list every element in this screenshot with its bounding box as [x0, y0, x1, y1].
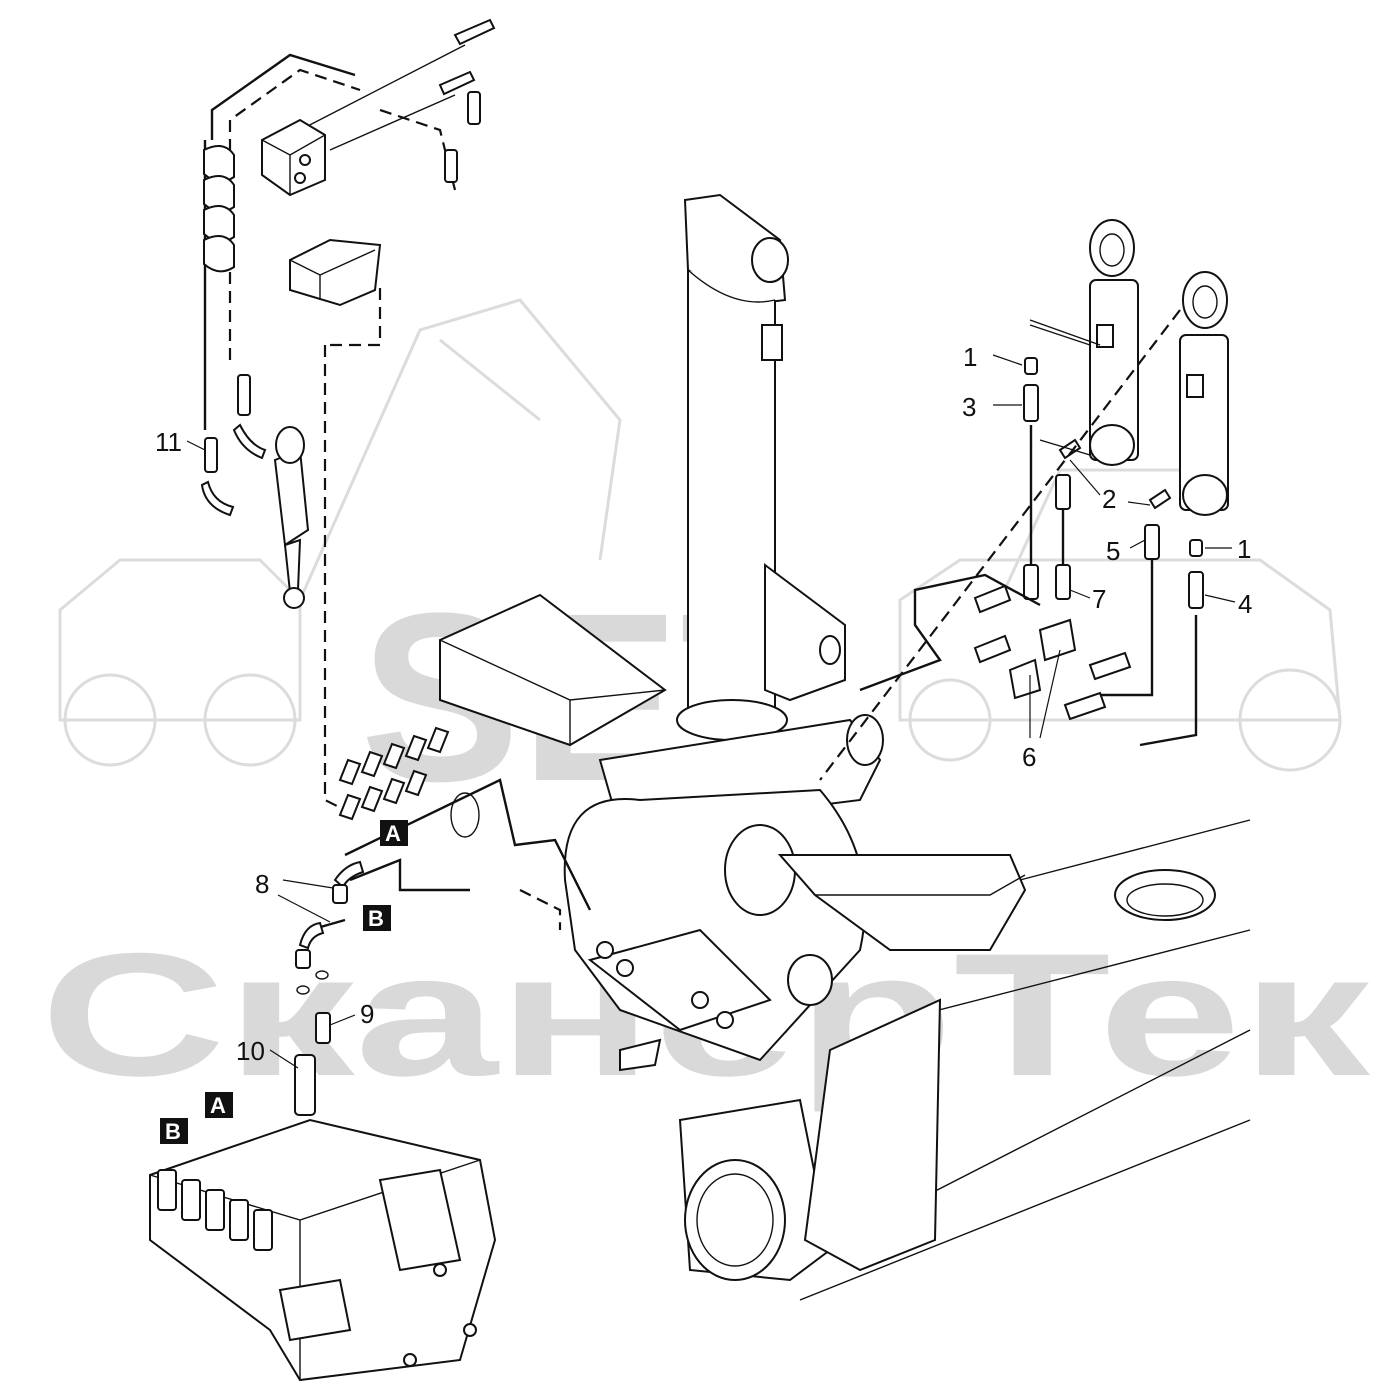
- svg-text:A: A: [210, 1093, 226, 1118]
- boom-cylinder-small: [200, 374, 310, 609]
- upper-tee-fittings: [438, 18, 496, 183]
- callout-numbers: 1 3 11 2 5 1 4 7 6 8 9 10: [155, 342, 1252, 1066]
- section-badge-a-lower: A: [205, 1092, 233, 1118]
- leader-lines: [186, 324, 1236, 1069]
- base-frame: [587, 819, 1251, 1301]
- callout-9: 9: [360, 999, 374, 1029]
- lower-clamp-row: [338, 726, 450, 821]
- callout-2: 2: [1102, 484, 1116, 514]
- section-badge-a-upper: A: [380, 820, 408, 846]
- section-badge-b-lower: B: [160, 1118, 188, 1144]
- control-valve-bank: [149, 1118, 497, 1382]
- callout-10: 10: [236, 1036, 265, 1066]
- mounting-bracket: [289, 238, 382, 307]
- callout-6: 6: [1022, 742, 1036, 772]
- callout-11: 11: [155, 427, 182, 457]
- left-arm-housing: [439, 593, 667, 747]
- svg-text:A: A: [385, 821, 401, 846]
- svg-text:B: B: [368, 906, 384, 931]
- callout-3: 3: [962, 392, 976, 422]
- watermark-excavator-left: [58, 298, 622, 767]
- valve-block: [261, 118, 326, 197]
- callout-8: 8: [255, 869, 269, 899]
- callout-5: 5: [1106, 536, 1120, 566]
- callout-4: 4: [1238, 589, 1252, 619]
- hose-clamp-stack: [203, 145, 235, 273]
- section-badge-b-upper: B: [363, 905, 391, 931]
- watermark-excavator-right: [898, 468, 1342, 772]
- svg-text:B: B: [165, 1119, 181, 1144]
- swing-cylinder-right: [1179, 271, 1229, 516]
- right-fittings-and-hoses: [819, 309, 1204, 781]
- lower-pressure-lines: [294, 778, 592, 1116]
- callout-7: 7: [1092, 584, 1106, 614]
- callout-1-right: 1: [1237, 534, 1251, 564]
- swing-cylinder-left: [1089, 219, 1139, 466]
- callout-1-top: 1: [963, 342, 977, 372]
- swing-post-column: [676, 193, 846, 741]
